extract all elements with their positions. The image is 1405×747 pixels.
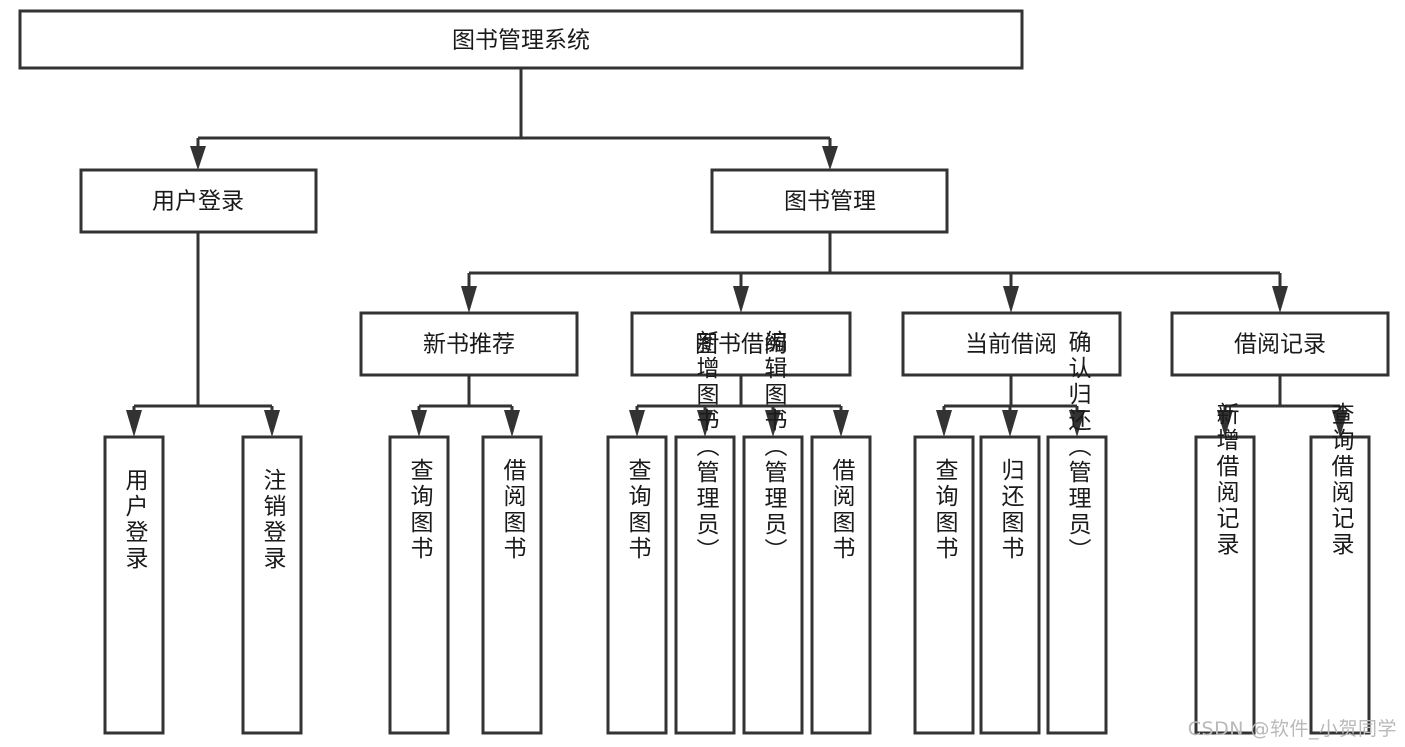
node-leaf-query-book-3[interactable]: 查询图书 [913,435,975,735]
arrow-head-borrow-record [1272,286,1288,313]
edge-group-userlogin-to-leaves [126,232,280,437]
edge-group-currentborrow-to-leaves [936,375,1085,437]
node-leaf-user-login-label: 用户登录 [121,468,149,572]
node-borrow-record[interactable]: 借阅记录 [1170,311,1390,377]
node-leaf-confirm-return-box[interactable] [1046,435,1108,735]
node-borrow-record-box[interactable] [1170,311,1390,377]
arrow-head-book-management [822,146,838,170]
arrow-head-leaf-edit-book [765,410,781,437]
node-leaf-borrow-book-2-label: 借阅图书 [828,458,856,562]
node-leaf-add-book[interactable]: 新增图书（管理员） [674,330,736,735]
node-leaf-query-book-2[interactable]: 查询图书 [606,435,668,735]
node-leaf-user-login[interactable]: 用户登录 [103,435,165,735]
node-leaf-query-book-2-label: 查询图书 [624,458,652,562]
node-leaf-borrow-book-1-box[interactable] [481,435,543,735]
node-leaf-borrow-book-1[interactable]: 借阅图书 [481,435,543,735]
node-leaf-query-book-3-box[interactable] [913,435,975,735]
arrow-head-leaf-query-record [1332,410,1348,437]
edge-group-bookborrow-to-leaves [629,375,849,437]
node-new-book-recommend[interactable]: 新书推荐 [359,311,579,377]
node-leaf-add-record-label: 新增借阅记录 [1212,402,1240,558]
arrow-head-user-login [190,146,206,170]
node-leaf-query-record-label: 查询借阅记录 [1327,402,1355,558]
node-leaf-user-login-box[interactable] [103,435,165,735]
node-leaf-borrow-book-2-box[interactable] [810,435,872,735]
node-root-label: 图书管理系统 [452,28,590,54]
node-leaf-query-book-3-label: 查询图书 [931,458,959,562]
node-leaf-confirm-return-label: 确认归还（管理员） [1064,330,1092,564]
node-leaf-query-book-1[interactable]: 查询图书 [388,435,450,735]
node-leaf-query-book-1-box[interactable] [388,435,450,735]
node-leaf-return-book[interactable]: 归还图书 [979,435,1041,735]
arrow-head-leaf-query-book-3 [936,410,952,437]
arrow-head-leaf-query-book-1 [411,410,427,437]
node-leaf-borrow-book-2[interactable]: 借阅图书 [810,435,872,735]
node-new-book-recommend-label: 新书推荐 [423,332,515,358]
node-current-borrow-box[interactable] [901,311,1122,377]
node-leaf-edit-book-box[interactable] [742,435,804,735]
node-book-management-box[interactable] [710,168,949,234]
node-root[interactable]: 图书管理系统 [18,9,1024,70]
node-leaf-edit-book-label: 编辑图书（管理员） [760,330,788,564]
csdn-watermark: CSDN @软件_小贺同学 [1187,718,1397,740]
node-user-login-box[interactable] [79,168,318,234]
arrow-head-leaf-borrow-book-2 [833,410,849,437]
node-new-book-recommend-box[interactable] [359,311,579,377]
node-leaf-return-book-box[interactable] [979,435,1041,735]
node-user-login[interactable]: 用户登录 [79,168,318,234]
node-leaf-borrow-book-1-label: 借阅图书 [499,458,527,562]
node-book-management-label: 图书管理 [784,189,876,215]
node-leaf-user-logout-box[interactable] [241,435,303,735]
node-current-borrow[interactable]: 当前借阅 [901,311,1122,377]
arrow-head-leaf-add-record [1217,410,1233,437]
arrow-head-leaf-return-book [1002,410,1018,437]
arrow-head-new-book-recommend [461,286,477,313]
node-book-management[interactable]: 图书管理 [710,168,949,234]
node-leaf-query-record[interactable]: 查询借阅记录 [1309,402,1371,735]
node-leaf-user-logout-label: 注销登录 [259,468,287,572]
node-book-borrow-label: 图书借阅 [695,332,787,358]
edge-group-root-to-level1 [190,68,838,170]
edge-group-newbook-to-leaves [411,375,520,437]
arrow-head-book-borrow [733,286,749,313]
arrow-head-leaf-add-book [697,410,713,437]
node-leaf-add-record-box[interactable] [1194,435,1256,735]
arrow-head-leaf-user-logout [264,410,280,437]
node-book-borrow[interactable]: 图书借阅 [630,311,852,377]
arrow-head-leaf-confirm-return [1069,410,1085,437]
arrow-head-current-borrow [1003,286,1019,313]
node-current-borrow-label: 当前借阅 [965,332,1057,358]
edge-group-borrowrecord-to-leaves [1217,375,1348,437]
arrow-head-leaf-borrow-book-1 [504,410,520,437]
node-leaf-edit-book[interactable]: 编辑图书（管理员） [742,330,804,735]
node-leaf-return-book-label: 归还图书 [997,458,1025,562]
node-root-box[interactable] [18,9,1024,70]
node-leaf-query-record-box[interactable] [1309,435,1371,735]
node-leaf-user-logout[interactable]: 注销登录 [241,435,303,735]
node-borrow-record-label: 借阅记录 [1234,332,1326,358]
arrow-head-leaf-user-login [126,410,142,437]
node-leaf-add-book-label: 新增图书（管理员） [692,330,720,564]
node-leaf-confirm-return[interactable]: 确认归还（管理员） [1046,330,1108,735]
edge-group-bookmgmt-to-level2 [461,232,1288,313]
node-leaf-query-book-2-box[interactable] [606,435,668,735]
node-user-login-label: 用户登录 [152,189,244,215]
node-leaf-add-record[interactable]: 新增借阅记录 [1194,402,1256,735]
node-leaf-query-book-1-label: 查询图书 [406,458,434,562]
arrow-head-leaf-query-book-2 [629,410,645,437]
node-leaf-add-book-box[interactable] [674,435,736,735]
node-book-borrow-box[interactable] [630,311,852,377]
